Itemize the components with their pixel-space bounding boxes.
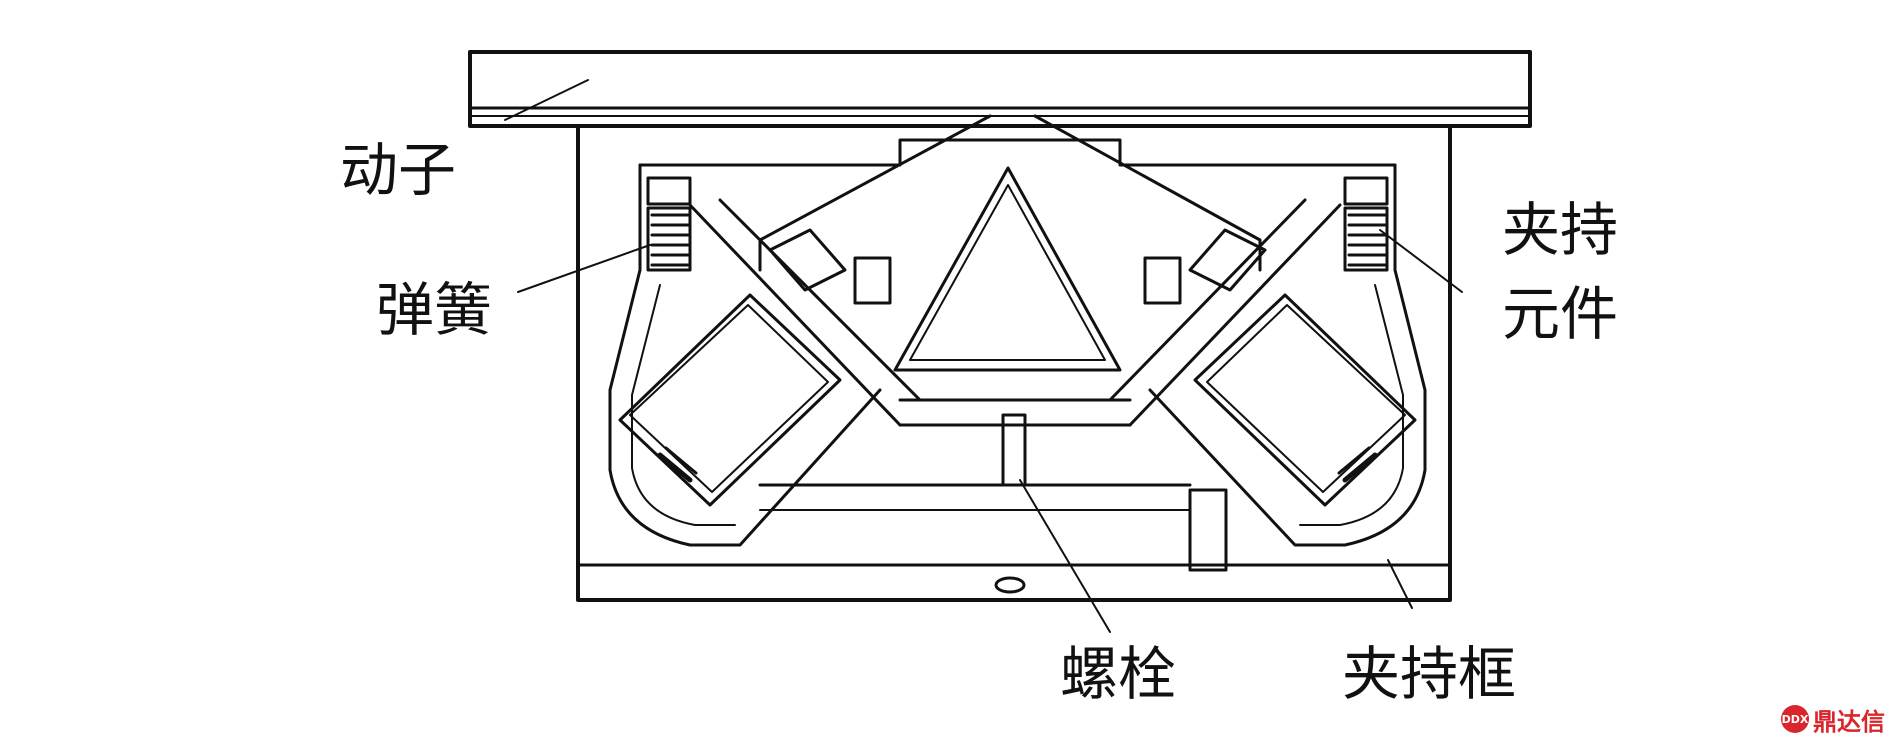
leader-lines <box>505 80 1462 632</box>
right-clamp-element <box>1145 230 1425 545</box>
leader-clamp-frame <box>1388 560 1412 608</box>
watermark-badge-icon: DDX <box>1781 705 1809 733</box>
leader-spring <box>518 245 650 292</box>
label-mover: 动子 <box>340 136 457 204</box>
left-clamp-element <box>610 230 890 545</box>
leader-bolt <box>1020 480 1110 632</box>
center-bolt <box>1003 415 1025 485</box>
label-spring: 弹簧 <box>376 276 493 344</box>
leader-clamp-element <box>1380 230 1462 292</box>
wedge-cavity <box>640 116 1395 510</box>
lower-bolt <box>1190 490 1226 570</box>
label-clamp-frame: 夹持框 <box>1342 640 1517 708</box>
watermark-text: 鼎达信 <box>1813 707 1885 736</box>
watermark: DDX 鼎达信 <box>1781 703 1885 736</box>
label-clamp-element-line1: 夹持 <box>1502 196 1619 264</box>
leader-mover <box>505 80 588 120</box>
right-spring <box>1345 178 1387 270</box>
left-spring <box>648 178 690 270</box>
mover-plate <box>470 52 1530 126</box>
label-clamp-element-line2: 元件 <box>1502 280 1619 348</box>
label-bolt: 螺栓 <box>1060 640 1177 708</box>
clamp-frame-body <box>578 126 1450 600</box>
